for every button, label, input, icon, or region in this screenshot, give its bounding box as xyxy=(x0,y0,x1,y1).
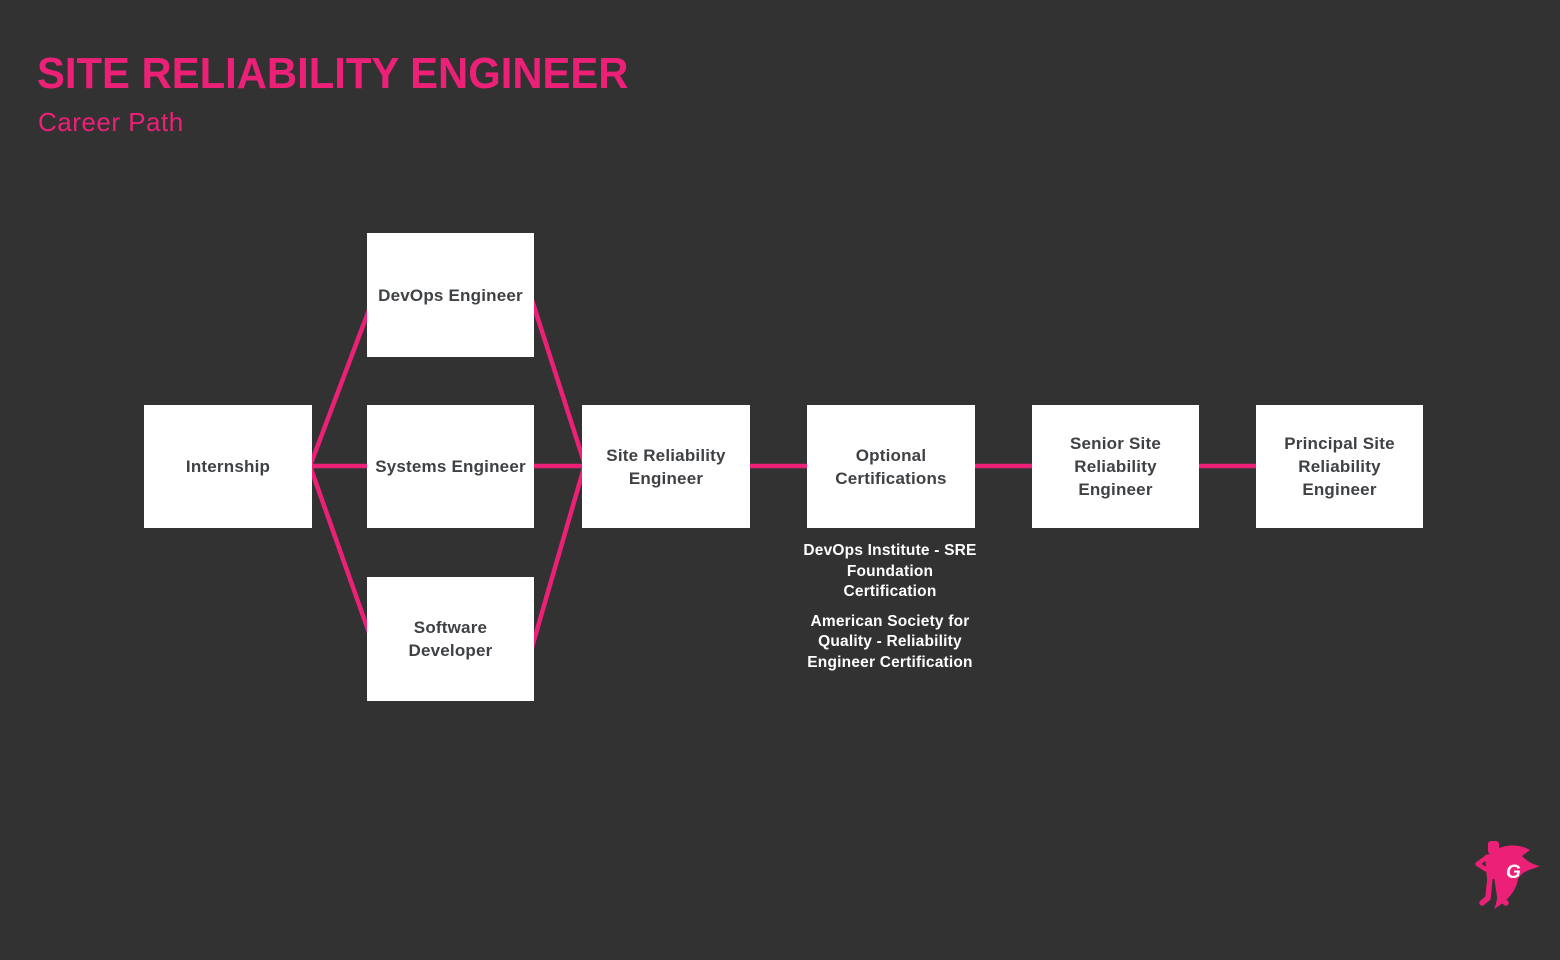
node-devops-engineer: DevOps Engineer xyxy=(367,233,534,357)
certification-item: American Society for Quality - Reliabili… xyxy=(775,612,1005,674)
node-label-line: Senior Site xyxy=(1069,434,1161,453)
logo-arm-left xyxy=(1475,854,1490,872)
node-label-line: Reliability xyxy=(1298,457,1381,476)
node-label-line: Engineer xyxy=(628,468,704,488)
node-label-line: Principal Site xyxy=(1284,434,1395,453)
node-label-line: Site Reliability xyxy=(606,445,726,465)
certification-line: Certification xyxy=(843,583,937,600)
node-principal-site-reliability-engineer-label: Principal Site Reliability Engineer xyxy=(1284,432,1395,501)
node-label-line: Engineer xyxy=(1078,480,1153,499)
node-devops-engineer-label: DevOps Engineer xyxy=(378,284,523,307)
certification-line: Quality - Reliability xyxy=(818,633,962,650)
node-principal-site-reliability-engineer: Principal Site Reliability Engineer xyxy=(1256,405,1423,528)
node-senior-site-reliability-engineer: Senior Site Reliability Engineer xyxy=(1032,405,1199,528)
logo-head xyxy=(1488,841,1499,854)
certification-line: DevOps Institute - SRE xyxy=(803,542,977,559)
node-internship-label: Internship xyxy=(186,455,270,478)
node-label-line: Software xyxy=(413,618,488,637)
page-subtitle: Career Path xyxy=(38,107,184,137)
certification-line: Foundation xyxy=(846,562,934,580)
logo-arm-right xyxy=(1497,854,1512,872)
superhero-logo: G xyxy=(1475,841,1540,909)
node-label-line: Reliability xyxy=(1074,457,1157,476)
node-senior-site-reliability-engineer-label: Senior Site Reliability Engineer xyxy=(1070,432,1161,501)
node-label-line: Engineer xyxy=(1302,480,1377,499)
logo-leg-right xyxy=(1494,875,1509,906)
node-label-line: Developer xyxy=(408,641,493,660)
connector-internship-software xyxy=(307,465,375,642)
node-internship: Internship xyxy=(144,405,312,528)
node-systems-engineer-label: Systems Engineer xyxy=(375,455,526,478)
certification-item: DevOps Institute - SRE Foundation Certif… xyxy=(775,541,1005,603)
logo-leg-left xyxy=(1479,875,1493,906)
node-label-line: DevOps Engineer xyxy=(378,285,523,305)
connector-software-sre xyxy=(527,463,588,655)
certification-notes: DevOps Institute - SRE Foundation Certif… xyxy=(775,541,1005,673)
page-title: SITE RELIABILITY ENGINEER xyxy=(37,49,629,98)
logo-torso xyxy=(1485,853,1502,879)
node-software-developer: Software Developer xyxy=(367,577,534,701)
node-site-reliability-engineer: Site Reliability Engineer xyxy=(582,405,750,528)
node-optional-certifications-label: Optional Certifications xyxy=(835,444,946,490)
node-label-line: Internship xyxy=(185,457,271,476)
logo-letter: G xyxy=(1506,862,1521,883)
node-site-reliability-engineer-label: Site Reliability Engineer xyxy=(606,444,725,490)
connector-devops-sre xyxy=(527,293,588,466)
certification-line: American Society for xyxy=(810,612,970,630)
node-software-developer-label: Software Developer xyxy=(408,616,492,662)
certification-line: Engineer Certification xyxy=(807,653,973,671)
node-optional-certifications: Optional Certifications xyxy=(807,405,975,528)
node-systems-engineer: Systems Engineer xyxy=(367,405,534,528)
connector-internship-devops xyxy=(307,301,375,467)
node-label-line: Systems Engineer xyxy=(375,457,526,476)
node-label-line: Certifications xyxy=(835,468,947,488)
node-label-line: Optional xyxy=(855,445,927,465)
